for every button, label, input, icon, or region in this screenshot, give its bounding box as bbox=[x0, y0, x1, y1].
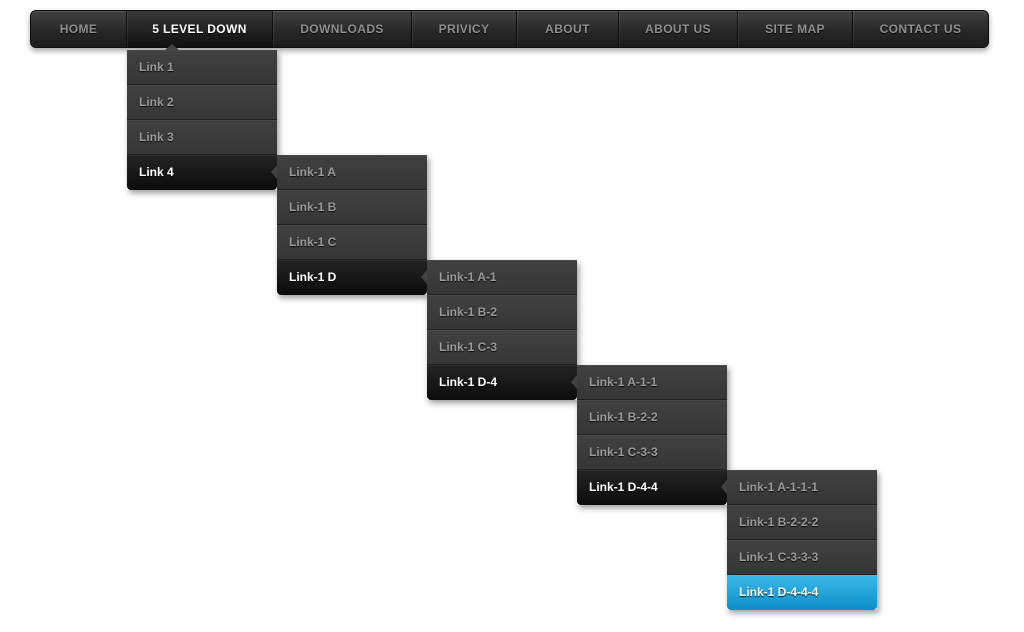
nav-item-home[interactable]: HOME bbox=[31, 11, 127, 47]
dropdown-level-5: Link-1 A-1-1-1 Link-1 B-2-2-2 Link-1 C-3… bbox=[721, 470, 877, 610]
pointer-left-icon bbox=[571, 375, 577, 389]
dropdown-level-2: Link-1 A Link-1 B Link-1 C Link-1 D bbox=[271, 155, 427, 295]
menu-item-link-1-b[interactable]: Link-1 B bbox=[277, 190, 427, 225]
dropdown-level-3: Link-1 A-1 Link-1 B-2 Link-1 C-3 Link-1 … bbox=[421, 260, 577, 400]
menu-item-link-1[interactable]: Link 1 bbox=[127, 50, 277, 85]
pointer-up-icon bbox=[165, 44, 179, 50]
nav-item-about[interactable]: ABOUT bbox=[517, 11, 619, 47]
menu-item-link-1-d[interactable]: Link-1 D bbox=[277, 260, 427, 295]
menu-item-link-1-b-2-2[interactable]: Link-1 B-2-2 bbox=[577, 400, 727, 435]
menu-item-link-1-c[interactable]: Link-1 C bbox=[277, 225, 427, 260]
menu-item-link-1-c-3-3-3[interactable]: Link-1 C-3-3-3 bbox=[727, 540, 877, 575]
nav-item-privicy[interactable]: PRIVICY bbox=[412, 11, 517, 47]
menu-item-link-1-d-4[interactable]: Link-1 D-4 bbox=[427, 365, 577, 400]
nav-item-contact-us[interactable]: CONTACT US bbox=[853, 11, 988, 47]
menu-item-link-1-a-1[interactable]: Link-1 A-1 bbox=[427, 260, 577, 295]
dropdown-level-1: Link 1 Link 2 Link 3 Link 4 bbox=[127, 44, 277, 190]
menu-item-link-1-c-3[interactable]: Link-1 C-3 bbox=[427, 330, 577, 365]
menu-item-link-2[interactable]: Link 2 bbox=[127, 85, 277, 120]
menu-item-link-3[interactable]: Link 3 bbox=[127, 120, 277, 155]
main-navbar: HOME 5 LEVEL DOWN DOWNLOADS PRIVICY ABOU… bbox=[30, 10, 989, 48]
menu-item-link-1-b-2-2-2[interactable]: Link-1 B-2-2-2 bbox=[727, 505, 877, 540]
menu-item-link-1-a[interactable]: Link-1 A bbox=[277, 155, 427, 190]
nav-item-5-level-down[interactable]: 5 LEVEL DOWN bbox=[127, 11, 273, 47]
menu-item-link-4[interactable]: Link 4 bbox=[127, 155, 277, 190]
menu-item-link-1-d-4-4-4[interactable]: Link-1 D-4-4-4 bbox=[727, 575, 877, 610]
pointer-left-icon bbox=[421, 270, 427, 284]
pointer-left-icon bbox=[721, 480, 727, 494]
nav-item-site-map[interactable]: SITE MAP bbox=[738, 11, 853, 47]
menu-item-link-1-a-1-1-1[interactable]: Link-1 A-1-1-1 bbox=[727, 470, 877, 505]
menu-item-link-1-b-2[interactable]: Link-1 B-2 bbox=[427, 295, 577, 330]
nav-item-downloads[interactable]: DOWNLOADS bbox=[273, 11, 412, 47]
menu-item-link-1-c-3-3[interactable]: Link-1 C-3-3 bbox=[577, 435, 727, 470]
pointer-left-icon bbox=[271, 165, 277, 179]
menu-item-link-1-a-1-1[interactable]: Link-1 A-1-1 bbox=[577, 365, 727, 400]
dropdown-level-4: Link-1 A-1-1 Link-1 B-2-2 Link-1 C-3-3 L… bbox=[571, 365, 727, 505]
nav-item-about-us[interactable]: ABOUT US bbox=[619, 11, 738, 47]
menu-item-link-1-d-4-4[interactable]: Link-1 D-4-4 bbox=[577, 470, 727, 505]
